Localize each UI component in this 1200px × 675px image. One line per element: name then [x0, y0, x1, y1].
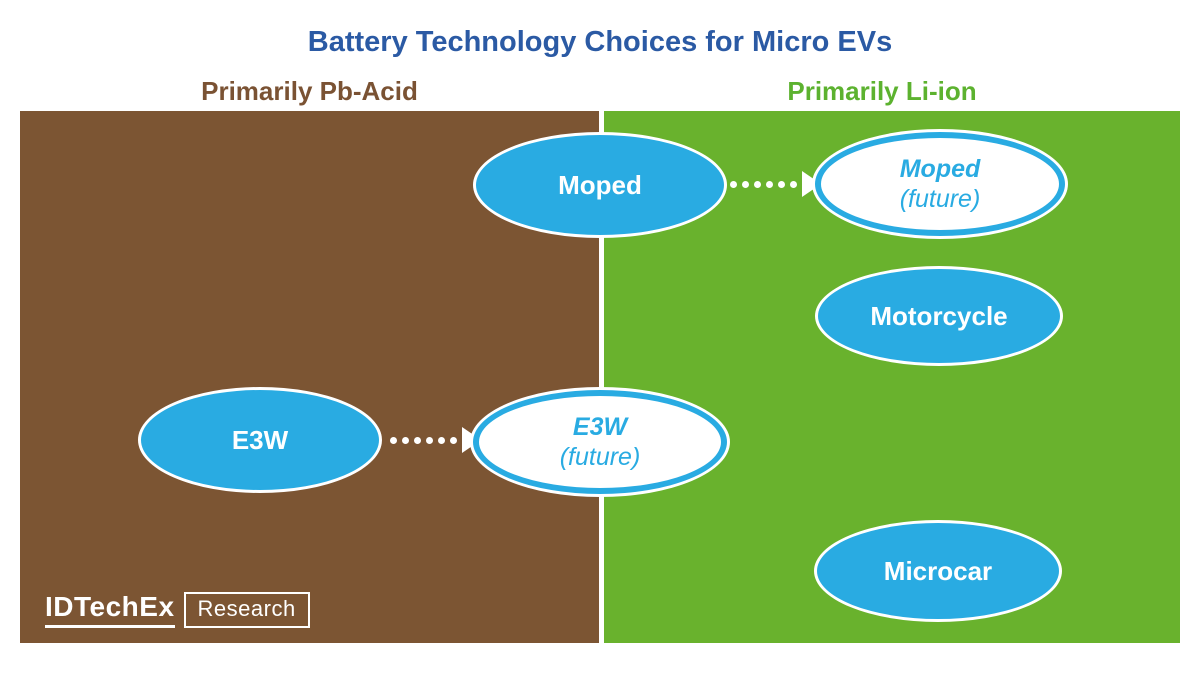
region-label-li-ion: Primarily Li-ion: [787, 76, 977, 106]
node-sublabel: (future): [899, 185, 981, 213]
node-label: Microcar: [883, 555, 993, 586]
node-moped-future: Moped (future): [815, 132, 1065, 236]
arrow-dot-icon: [778, 180, 785, 188]
node-label: Moped: [558, 169, 642, 200]
region-label-pb-acid: Primarily Pb-Acid: [201, 76, 418, 106]
arrow-dot-icon: [450, 436, 457, 444]
arrow-dot-icon: [438, 436, 445, 444]
arrow-dot-icon: [766, 180, 773, 188]
arrow-dot-icon: [754, 180, 761, 188]
arrow-dot-icon: [742, 180, 749, 188]
arrow-moped-transition: [730, 171, 821, 197]
arrow-dot-icon: [414, 436, 421, 444]
arrow-dot-icon: [402, 436, 409, 444]
arrow-e3w-transition: [390, 427, 481, 453]
node-moped: Moped: [473, 132, 727, 238]
node-label: Motorcycle: [870, 300, 1008, 331]
idtechex-logo: IDTechEx Research: [45, 592, 310, 628]
logo-brand-text: IDTechEx: [45, 592, 175, 628]
arrow-dot-icon: [426, 436, 433, 444]
node-e3w-future: E3W (future): [473, 390, 727, 494]
diagram-area: Moped Moped (future) Motorcycle E3W E3W …: [20, 111, 1180, 643]
node-label: E3W: [572, 413, 628, 441]
region-divider: [599, 111, 604, 643]
node-sublabel: (future): [559, 443, 641, 471]
figure-title: Battery Technology Choices for Micro EVs: [307, 26, 893, 58]
node-label: E3W: [231, 424, 289, 455]
node-label: Moped: [899, 155, 981, 183]
arrow-dot-icon: [390, 436, 397, 444]
arrow-dot-icon: [790, 180, 797, 188]
node-microcar: Microcar: [814, 520, 1062, 622]
arrow-dot-icon: [730, 180, 737, 188]
logo-division-text: Research: [197, 596, 296, 621]
node-motorcycle: Motorcycle: [815, 266, 1063, 366]
node-e3w: E3W: [138, 387, 382, 493]
logo-research-badge: Research: [183, 592, 310, 628]
